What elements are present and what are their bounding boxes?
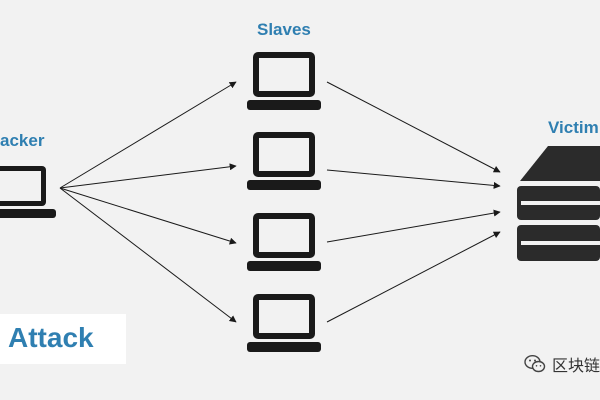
arrow-attacker-slave-4 (59, 187, 237, 323)
victim-server-icon (517, 146, 600, 261)
slave-laptop-icon (247, 213, 321, 271)
wechat-icon (524, 354, 546, 373)
victim-label: Victim (548, 118, 599, 137)
arrow-attacker-slave-3 (59, 187, 237, 245)
arrow-attacker-slave-1 (59, 81, 237, 189)
watermark-text: 区块链 (552, 356, 600, 375)
arrow-slave-1-victim (326, 81, 501, 173)
watermark: 区块链 (524, 352, 600, 376)
attacker-laptop-icon (0, 166, 56, 218)
attacker-to-slave-arrows (59, 81, 237, 323)
diagram-title: Attack (8, 322, 94, 353)
arrow-slave-3-victim (326, 209, 501, 243)
attacker-label: acker (0, 131, 45, 150)
slave-laptop-icon (247, 52, 321, 110)
arrow-slave-2-victim (326, 169, 501, 189)
slave-to-victim-arrows (326, 81, 501, 323)
slaves-label: Slaves (257, 20, 311, 39)
arrow-attacker-slave-2 (59, 163, 237, 189)
slave-laptop-icon (247, 294, 321, 352)
slave-laptop-icon (247, 132, 321, 190)
arrow-slave-4-victim (326, 231, 501, 323)
title-box (0, 314, 126, 364)
